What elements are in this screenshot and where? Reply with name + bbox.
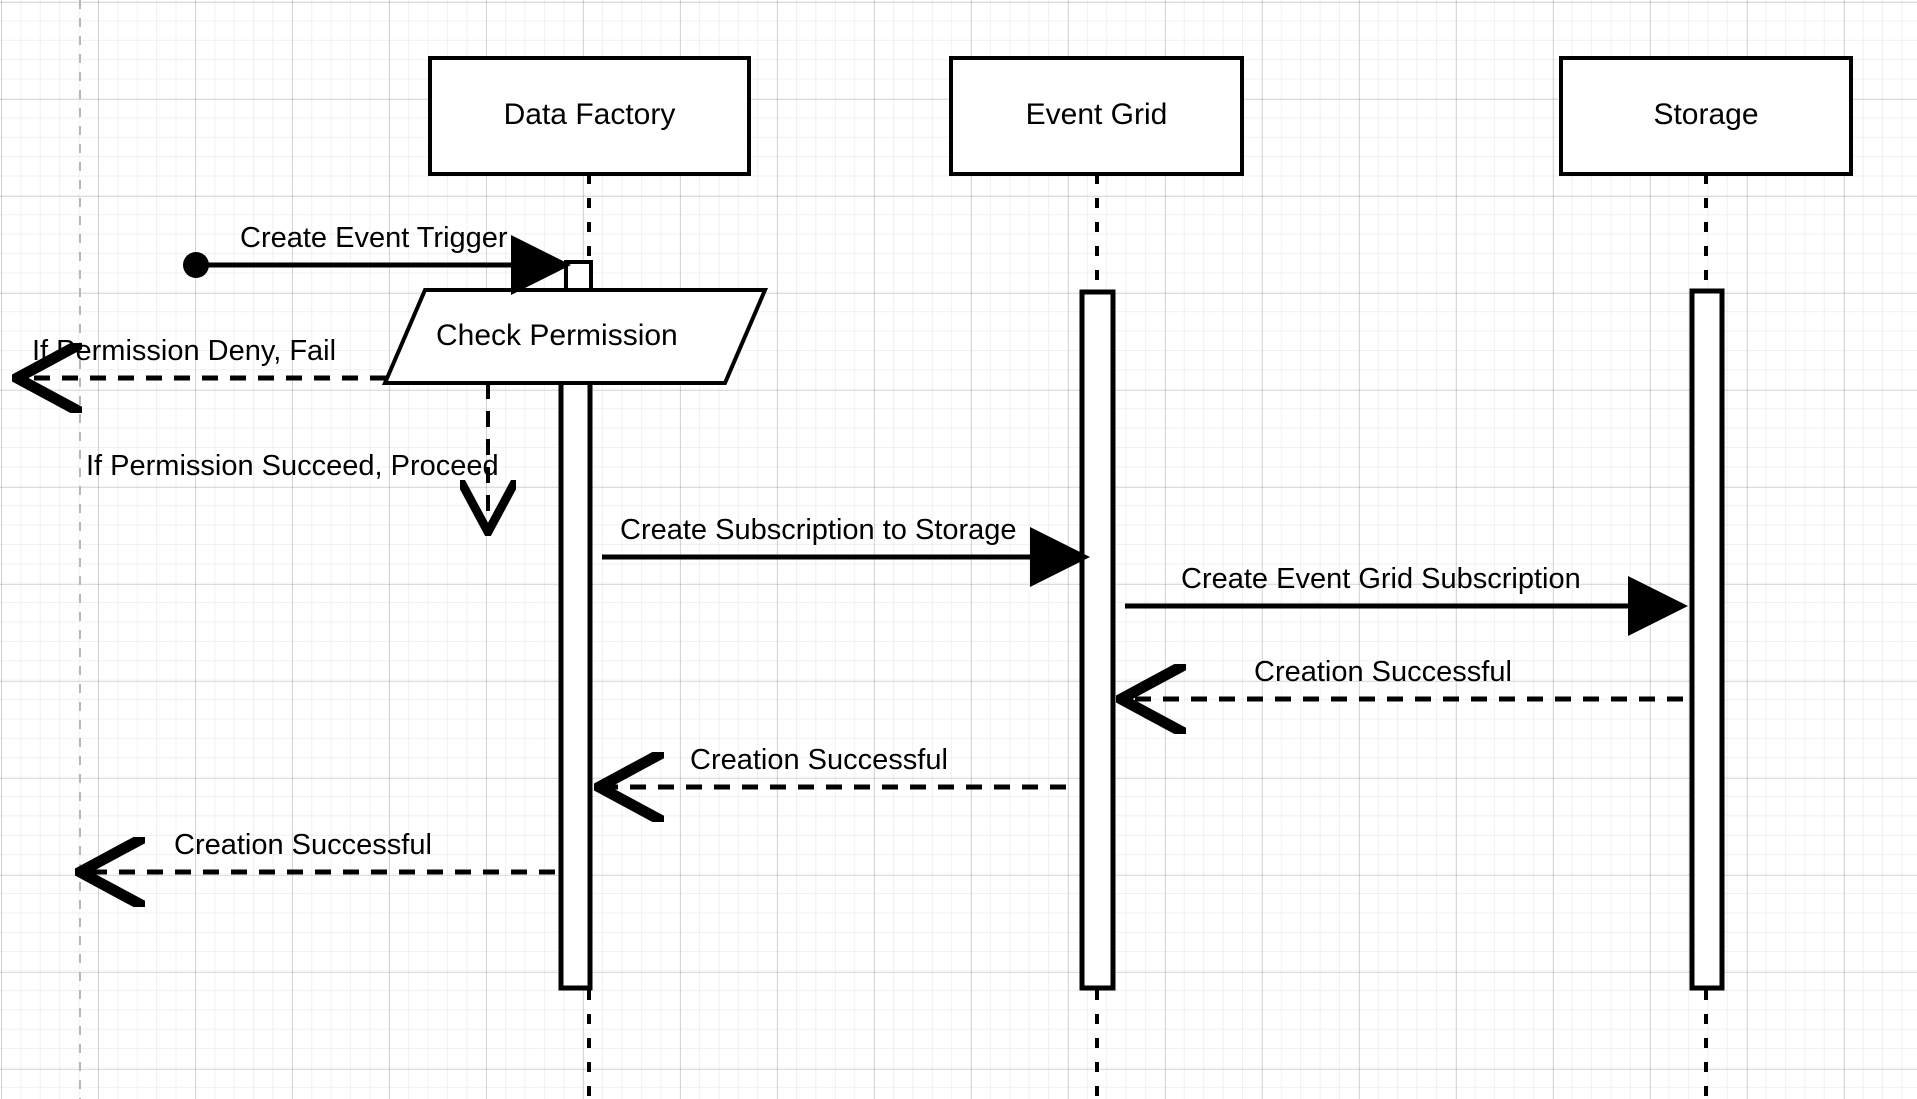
check-permission-label: Check Permission — [436, 319, 678, 352]
activation-bar-event-grid — [1079, 289, 1116, 991]
message-label-create-subscription-to-storage: Create Subscription to Storage — [620, 514, 1017, 546]
participant-box-event-grid[interactable] — [949, 56, 1244, 176]
participant-label-storage: Storage — [1653, 98, 1759, 131]
check-permission-node[interactable] — [381, 288, 769, 385]
message-label-create-event-trigger: Create Event Trigger — [240, 222, 508, 254]
message-label-creation-successful-data-factory-to-actor: Creation Successful — [174, 829, 432, 861]
activation-bar-data-factory-main — [558, 369, 593, 991]
participant-label-data-factory: Data Factory — [503, 98, 676, 131]
participant-box-data-factory[interactable] — [428, 56, 751, 176]
message-label-creation-successful-storage-to-event-grid: Creation Successful — [1254, 656, 1512, 688]
message-label-create-event-grid-subscription: Create Event Grid Subscription — [1181, 563, 1581, 595]
message-label-if-permission-deny-fail: If Permission Deny, Fail — [32, 335, 337, 367]
participant-label-event-grid: Event Grid — [1025, 98, 1168, 131]
message-label-if-permission-succeed-proceed: If Permission Succeed, Proceed — [86, 450, 499, 482]
message-label-creation-successful-event-grid-to-data-factory: Creation Successful — [690, 744, 948, 776]
participant-box-storage[interactable] — [1559, 56, 1853, 176]
activation-bar-storage — [1689, 288, 1725, 991]
